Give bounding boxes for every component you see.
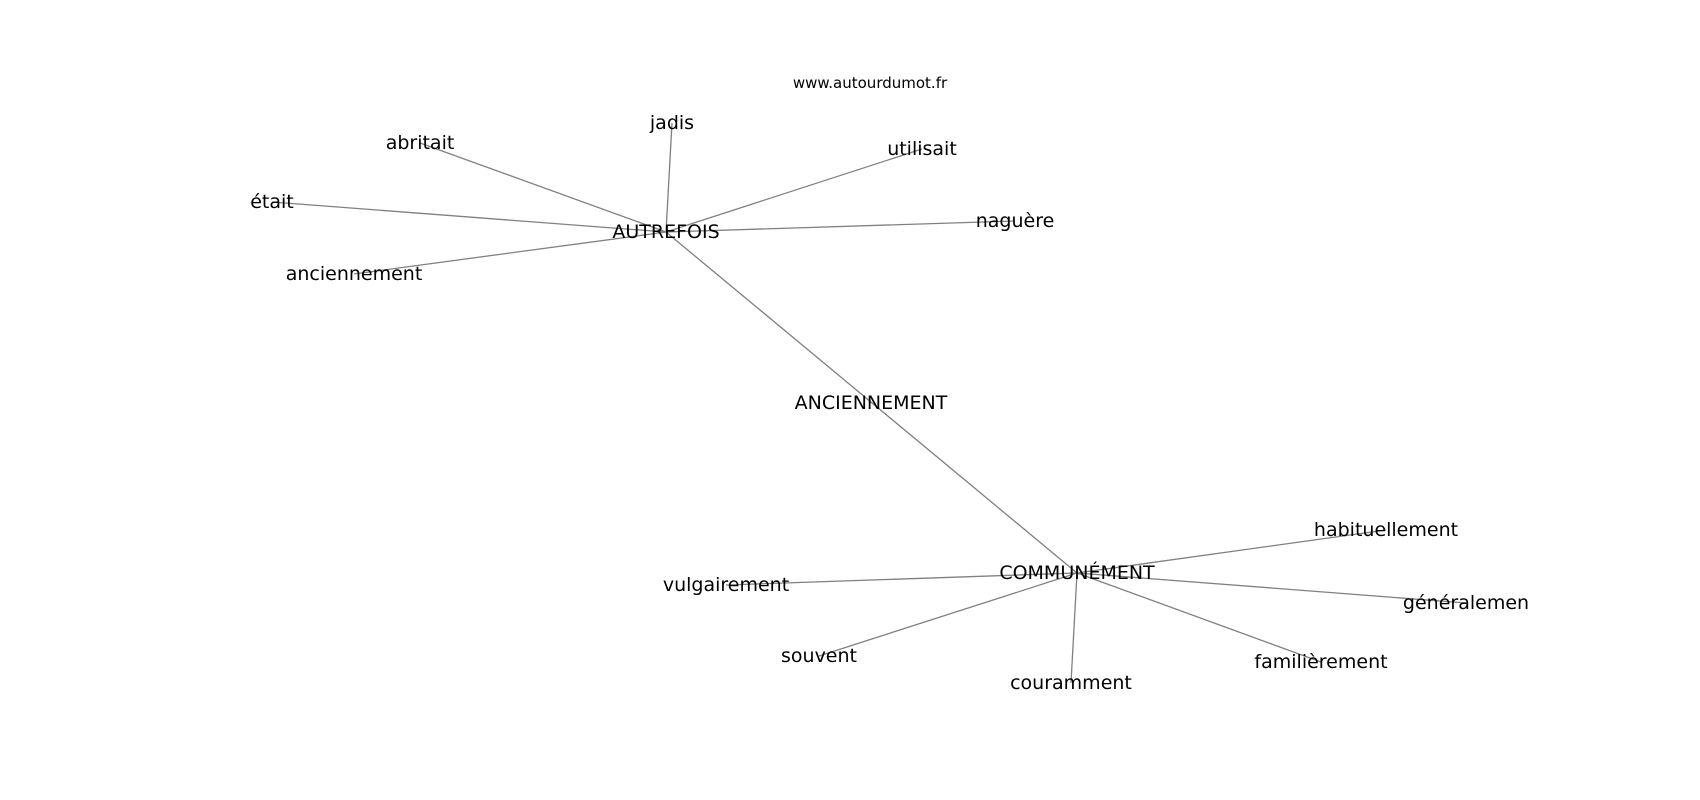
node-etait[interactable]: était (250, 191, 294, 213)
edge-communement-generalemen (1076, 572, 1467, 604)
nodes-layer: ANCIENNEMENT AUTREFOIS COMMUNÉMENT jadis abr… (250, 112, 1529, 694)
node-communement[interactable]: COMMUNÉMENT (999, 561, 1155, 584)
node-habituellement[interactable]: habituellement (1314, 519, 1458, 541)
node-autrefois[interactable]: AUTREFOIS (612, 221, 719, 243)
edge-communement-couramment (1070, 572, 1078, 684)
node-jadis[interactable]: jadis (649, 112, 694, 134)
edge-autrefois-anciennement (353, 231, 667, 275)
node-anciennement[interactable]: ANCIENNEMENT (795, 392, 948, 414)
edge-autrefois-naguere (665, 220, 1016, 233)
edges-layer (271, 122, 1467, 684)
node-utilisait[interactable]: utilisait (887, 138, 957, 160)
edge-communement-souvent (818, 572, 1078, 657)
edge-autrefois-utilisait (665, 148, 923, 233)
node-anciennement[interactable]: anciennement (286, 263, 423, 285)
node-souvent[interactable]: souvent (781, 645, 857, 667)
node-naguere[interactable]: naguère (976, 210, 1055, 232)
edge-autrefois-etait (271, 201, 667, 233)
edge-autrefois-communement (665, 231, 1078, 574)
node-familierement[interactable]: familièrement (1254, 651, 1387, 673)
edge-communement-vulgairement (725, 572, 1078, 586)
node-generalemen[interactable]: généralemen (1403, 592, 1529, 614)
site-watermark: www.autourdumot.fr (793, 74, 948, 92)
edge-autrefois-abritait (419, 142, 667, 233)
node-couramment[interactable]: couramment (1010, 672, 1132, 694)
node-vulgairement[interactable]: vulgairement (663, 574, 789, 596)
edge-communement-familierement (1076, 572, 1322, 663)
edge-autrefois-jadis (665, 122, 673, 233)
edge-communement-habituellement (1076, 529, 1387, 574)
node-abritait[interactable]: abritait (386, 132, 455, 154)
